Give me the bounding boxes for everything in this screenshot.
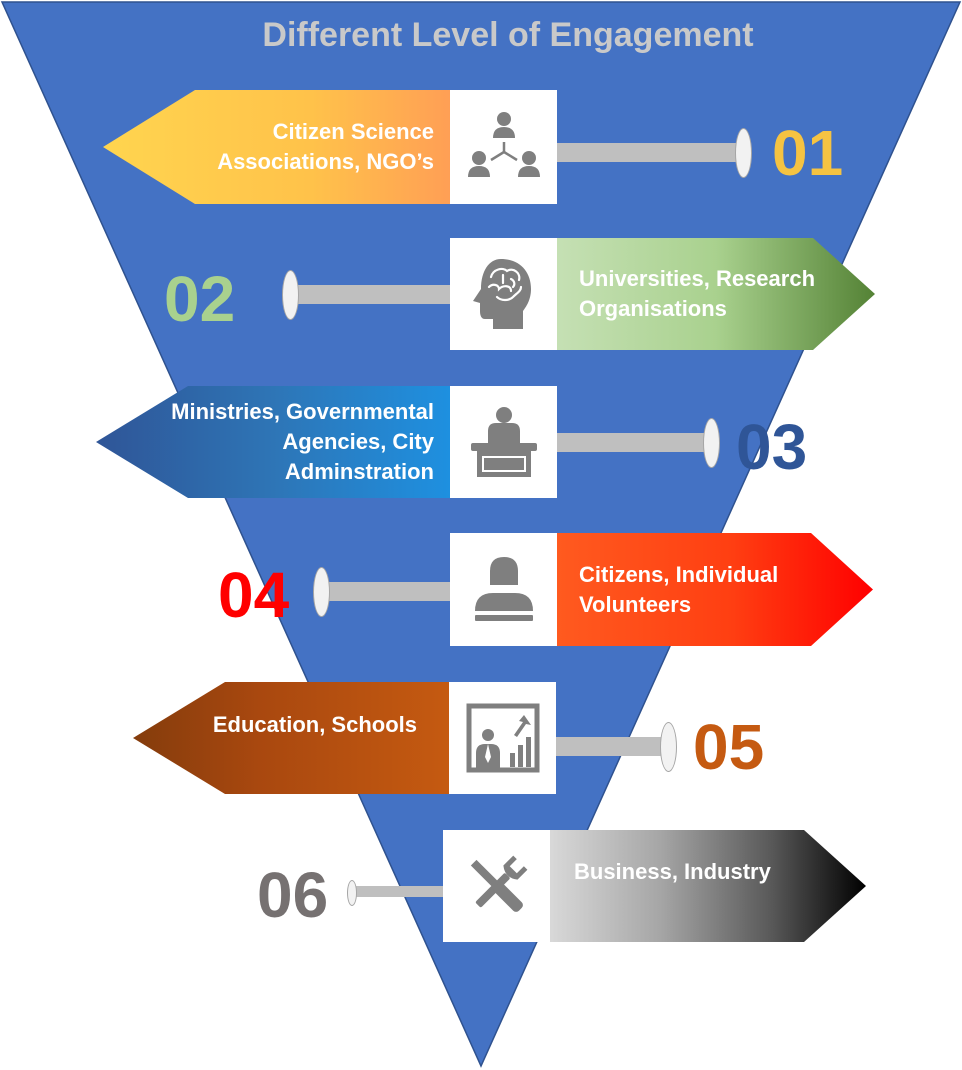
- level-5-icon-box: [449, 682, 556, 794]
- level-3-icon-box: [450, 386, 557, 498]
- level-3-label: Ministries, Governmental Agencies, City …: [171, 399, 434, 484]
- level-2-number: 02: [164, 263, 236, 335]
- level-6-connector-end: [347, 880, 357, 906]
- level-3-number: 03: [736, 411, 808, 483]
- level-6-label: Business, Industry: [574, 859, 771, 884]
- tools-icon: [470, 855, 527, 912]
- level-6-icon-box: [443, 830, 550, 942]
- level-5-connector-end: [660, 722, 677, 772]
- organization-chart-icon: [467, 112, 540, 177]
- brain-head-icon: [472, 259, 531, 329]
- level-1-label: Citizen Science Associations, NGO’s: [217, 119, 434, 174]
- level-2-arrow: Universities, Research Organisations: [557, 238, 875, 350]
- level-6-number: 06: [257, 859, 329, 931]
- level-4-label: Citizens, Individual Volunteers: [579, 561, 779, 617]
- level-1-icon-box: [450, 90, 557, 204]
- level-4-number: 04: [218, 559, 290, 631]
- level-2-connector: [292, 285, 450, 304]
- level-4-icon-box: [450, 533, 557, 646]
- person-icon: [474, 556, 533, 621]
- level-5-connector: [556, 737, 668, 756]
- level-6-connector: [355, 886, 443, 897]
- level-2-icon-box: [450, 238, 557, 350]
- level-4-connector-end: [313, 567, 330, 617]
- diagram-title: Different Level of Engagement: [262, 16, 754, 54]
- level-5-number: 05: [693, 711, 765, 783]
- level-4-connector: [322, 582, 450, 601]
- presentation-chart-icon: [466, 703, 539, 773]
- level-3-connector-end: [703, 418, 720, 468]
- level-1-connector-end: [735, 128, 752, 178]
- level-5-label: Education, Schools: [212, 712, 417, 737]
- level-1-number: 01: [772, 117, 844, 189]
- level-6-arrow: Business, Industry: [549, 830, 866, 942]
- level-4-arrow: Citizens, Individual Volunteers: [557, 533, 873, 646]
- level-2-connector-end: [282, 270, 299, 320]
- level-2-label: Universities, Research Organisations: [579, 266, 816, 321]
- level-1-connector: [557, 143, 743, 162]
- podium-speaker-icon: [470, 407, 537, 477]
- level-3-connector: [557, 433, 712, 452]
